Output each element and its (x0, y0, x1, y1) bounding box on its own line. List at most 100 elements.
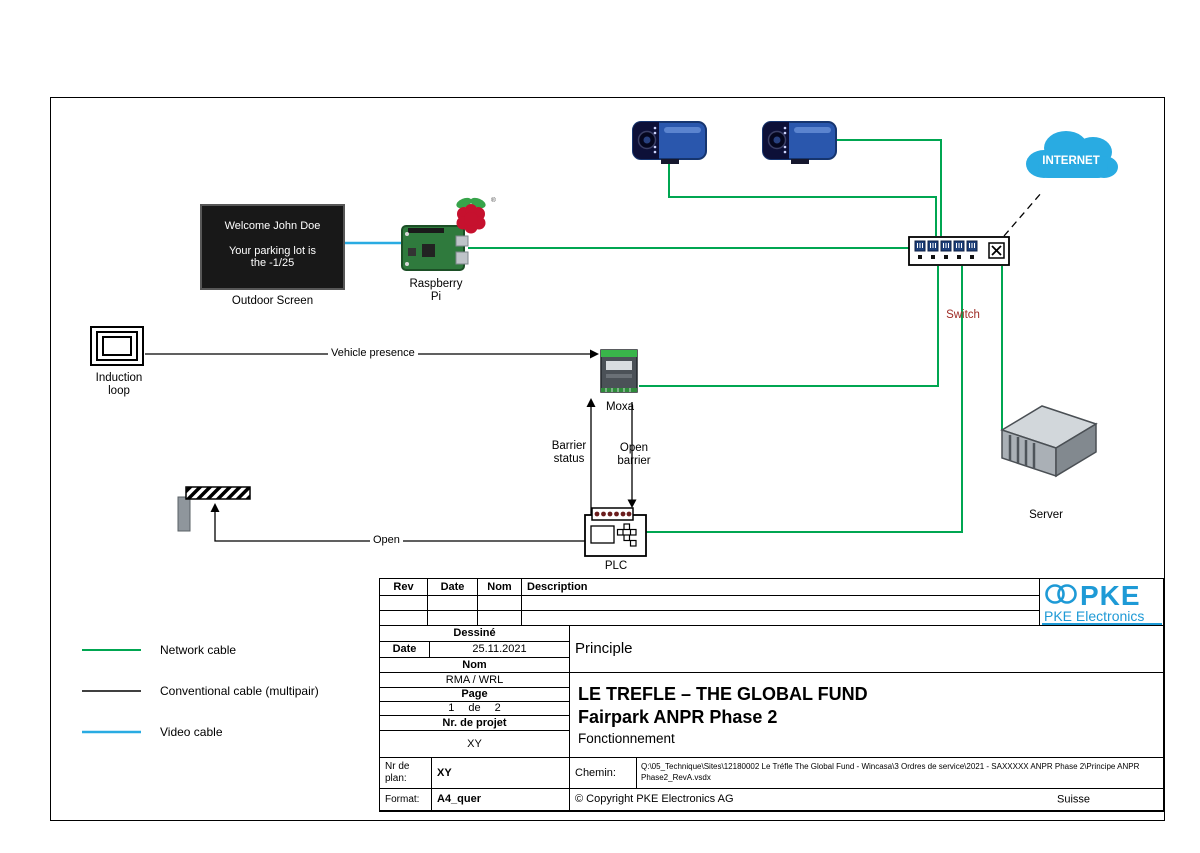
switch-caption: Switch (946, 309, 980, 321)
network-cable-camera2-switch (836, 139, 942, 236)
screen-line-3: the -1/25 (250, 257, 295, 269)
tb-nom-header: Nom (478, 579, 522, 596)
tb-nom-value: RMA / WRL (380, 673, 570, 688)
induction-loop-icon (90, 326, 144, 366)
title-block: Rev Date Nom Description PKE PKE Electro… (379, 578, 1165, 812)
open-barrier-label: Open barrier (617, 442, 651, 468)
tb-rev-empty (428, 596, 478, 611)
legend-video-label: Video cable (160, 725, 223, 739)
switch-ports (914, 240, 978, 259)
moxa-device (598, 344, 640, 403)
barrier-post (177, 496, 191, 532)
tb-page-value: 1 de 2 (380, 702, 570, 716)
raspberry-pi-board (400, 218, 472, 279)
anpr-camera-icon (762, 121, 837, 164)
barrier (172, 483, 256, 540)
raspberry-logo: ® (450, 194, 496, 245)
network-cable-switch-plc (646, 266, 963, 533)
network-cable-switch-moxa (639, 266, 939, 387)
tb-project-label: Nr. de projet (380, 716, 570, 731)
cloud-icon: INTERNET (1026, 131, 1118, 178)
tb-nom-label: Nom (380, 658, 570, 673)
screen-line-1: Welcome John Doe (224, 220, 321, 232)
moxa-icon (600, 349, 638, 393)
switch-x-port-icon (988, 242, 1005, 259)
anpr-camera-icon (632, 121, 707, 164)
tb-principle: Principle (570, 626, 1164, 673)
pke-logo: PKE PKE Electronics (1041, 580, 1162, 625)
tb-project-titles: LE TREFLE – THE GLOBAL FUND Fairpark ANP… (570, 673, 1164, 758)
plc-device (584, 506, 648, 563)
tb-rev-empty (428, 611, 478, 626)
plc-icon (584, 507, 647, 557)
switch-icon (908, 236, 1010, 266)
tb-title-line3: Fonctionnement (578, 731, 675, 747)
tb-date-label: Date (380, 642, 430, 658)
network-switch (908, 236, 1010, 271)
pke-logo-subtitle: PKE Electronics (1044, 608, 1144, 624)
plc-ports (594, 511, 632, 517)
tb-copyright: © Copyright PKE Electronics AG Suisse (570, 789, 1164, 811)
tb-rev-empty (380, 611, 428, 626)
tb-title-line2: Fairpark ANPR Phase 2 (578, 706, 778, 727)
tb-project-value: XY (380, 731, 570, 758)
tb-format-label: Format: (380, 789, 432, 811)
plc-caption: PLC (604, 560, 628, 572)
pke-logo-text: PKE (1080, 580, 1141, 611)
tb-format-value: A4_quer (432, 789, 570, 811)
moxa-caption: Moxa (605, 401, 635, 413)
arrowhead-open (210, 503, 220, 512)
tb-page-label: Page (380, 688, 570, 702)
anpr-camera-1 (628, 118, 710, 171)
arrowhead-barrier-status (586, 398, 596, 407)
server (996, 396, 1100, 485)
cable-open (214, 512, 585, 542)
server-icon (1000, 405, 1098, 478)
tb-country: Suisse (1057, 793, 1091, 806)
tb-chemin-value: Q:\05_Technique\Sites\12180002 Le Tréfle… (637, 758, 1164, 789)
plc-display (590, 525, 615, 544)
anpr-camera-2 (758, 118, 840, 171)
vehicle-presence-label: Vehicle presence (328, 347, 418, 360)
tb-title-line1: LE TREFLE – THE GLOBAL FUND (578, 684, 868, 705)
tb-chemin-label: Chemin: (570, 758, 637, 789)
tb-rev-empty (478, 596, 522, 611)
server-vents (1008, 435, 1036, 469)
tb-dessine: Dessiné (380, 626, 570, 642)
internet-dashed-link (1003, 191, 1043, 237)
legend-conventional-label: Conventional cable (multipair) (160, 684, 319, 698)
tb-description-header: Description (522, 579, 1040, 596)
registered-mark: ® (491, 196, 496, 204)
outdoor-screen: Welcome John Doe Your parking lot is the… (200, 204, 345, 290)
arrowhead-vehicle-presence (590, 349, 599, 359)
tb-rev-empty (522, 596, 1040, 611)
tb-rev-empty (380, 596, 428, 611)
arrowhead-open-barrier (627, 499, 637, 508)
tb-logo-box: PKE PKE Electronics (1040, 579, 1164, 626)
screen-line-2: Your parking lot is (228, 245, 317, 257)
raspberry-pi-caption: Raspberry Pi (409, 278, 463, 304)
barrier-icon (177, 486, 251, 532)
tb-rev-empty (478, 611, 522, 626)
tb-date-value: 25.11.2021 (430, 642, 570, 658)
tb-plan-label: Nr de plan: (380, 758, 432, 789)
tb-rev-header: Rev (380, 579, 428, 596)
induction-loop-caption: Induction loop (95, 372, 143, 398)
raspberry-pi-icon (401, 225, 469, 271)
outdoor-screen-caption: Outdoor Screen (231, 295, 314, 307)
network-cable-camera1-switch (668, 164, 937, 236)
internet-label: INTERNET (1042, 155, 1100, 167)
plc-keys (616, 523, 637, 547)
barrier-status-label: Barrier status (551, 440, 587, 466)
tb-copyright-text: © Copyright PKE Electronics AG (575, 793, 734, 806)
raspberry-logo-icon: ® (456, 196, 496, 234)
legend-network-label: Network cable (160, 643, 237, 657)
page-border (50, 97, 1165, 821)
tb-date-header: Date (428, 579, 478, 596)
tb-rev-empty (522, 611, 1040, 626)
open-label: Open (370, 534, 403, 547)
induction-loop (88, 322, 150, 375)
internet-cloud: INTERNET (1016, 124, 1126, 193)
